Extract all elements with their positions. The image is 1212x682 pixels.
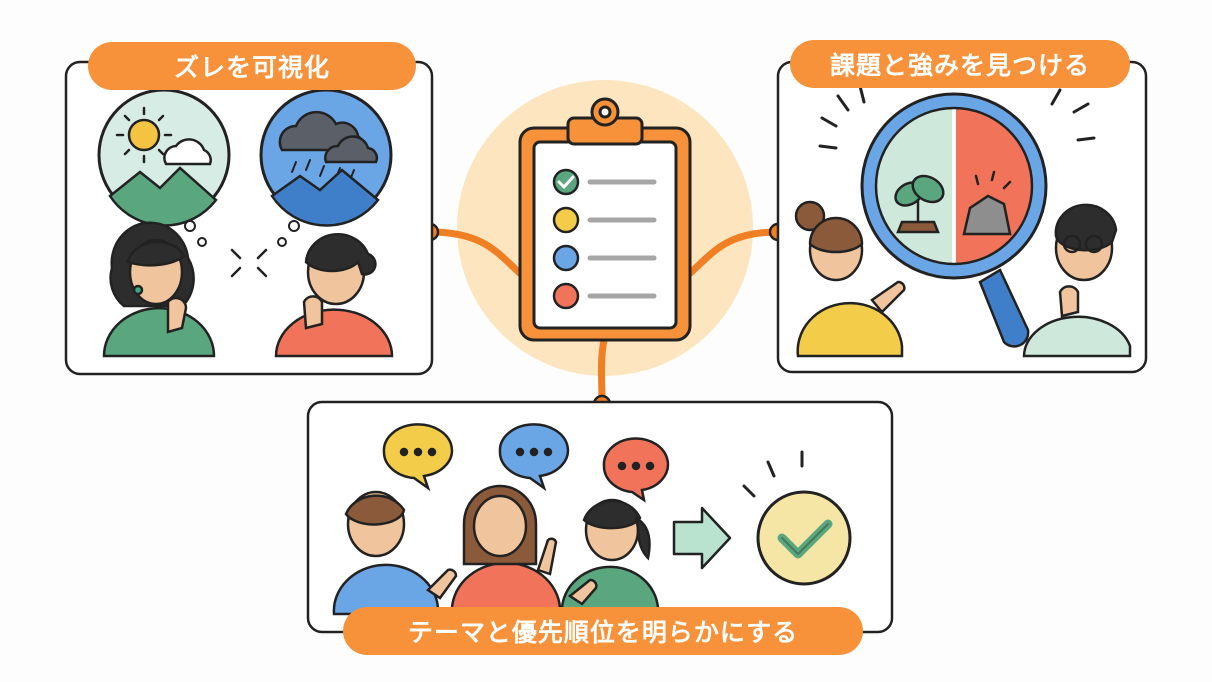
title-find-issues-strengths: 課題と強みを見つける	[790, 40, 1130, 88]
man-glasses-icon	[1022, 203, 1132, 358]
sunny-scene-icon	[97, 88, 231, 227]
thought-bubbles-icon	[184, 220, 300, 247]
rock-icon	[962, 170, 1012, 236]
title-visualize-gap: ズレを可視化	[88, 42, 416, 90]
checklist-dot-blue	[552, 244, 580, 272]
check-mark-icon	[557, 175, 575, 190]
woman-thinking-icon	[102, 221, 216, 358]
speech-bubble-yellow-icon	[382, 423, 454, 492]
checklist-item-red	[552, 282, 657, 310]
man-thinking-icon	[274, 233, 394, 358]
panel-find-issues-strengths	[776, 60, 1148, 374]
title-clarify-priorities: テーマと優先順位を明らかにする	[343, 607, 863, 655]
rainy-scene-icon	[259, 88, 393, 227]
speech-bubble-blue-icon	[498, 423, 570, 492]
checklist-dot-red	[552, 282, 580, 310]
checklist-items	[552, 168, 657, 310]
panel-visualize-gap	[64, 60, 434, 376]
conflict-spark-icon	[230, 248, 268, 278]
woman-pointing-icon	[794, 200, 906, 358]
checklist-item-green	[552, 168, 657, 196]
emphasis-lines-icon	[818, 84, 1096, 150]
checklist-item-yellow	[552, 206, 657, 234]
connector-bottom	[598, 336, 608, 406]
woman-talking-icon	[450, 484, 562, 616]
arrow-right-icon	[672, 506, 732, 570]
girl-talking-icon	[560, 498, 660, 616]
check-circle-icon	[742, 450, 852, 586]
panel-clarify-priorities	[306, 400, 894, 634]
speech-bubble-red-icon	[602, 437, 670, 503]
man-talking-icon	[332, 490, 458, 616]
magnifier-icon	[860, 92, 1048, 348]
checklist-dot-yellow	[552, 206, 580, 234]
sprout-icon	[894, 174, 945, 234]
checklist-item-blue	[552, 244, 657, 272]
